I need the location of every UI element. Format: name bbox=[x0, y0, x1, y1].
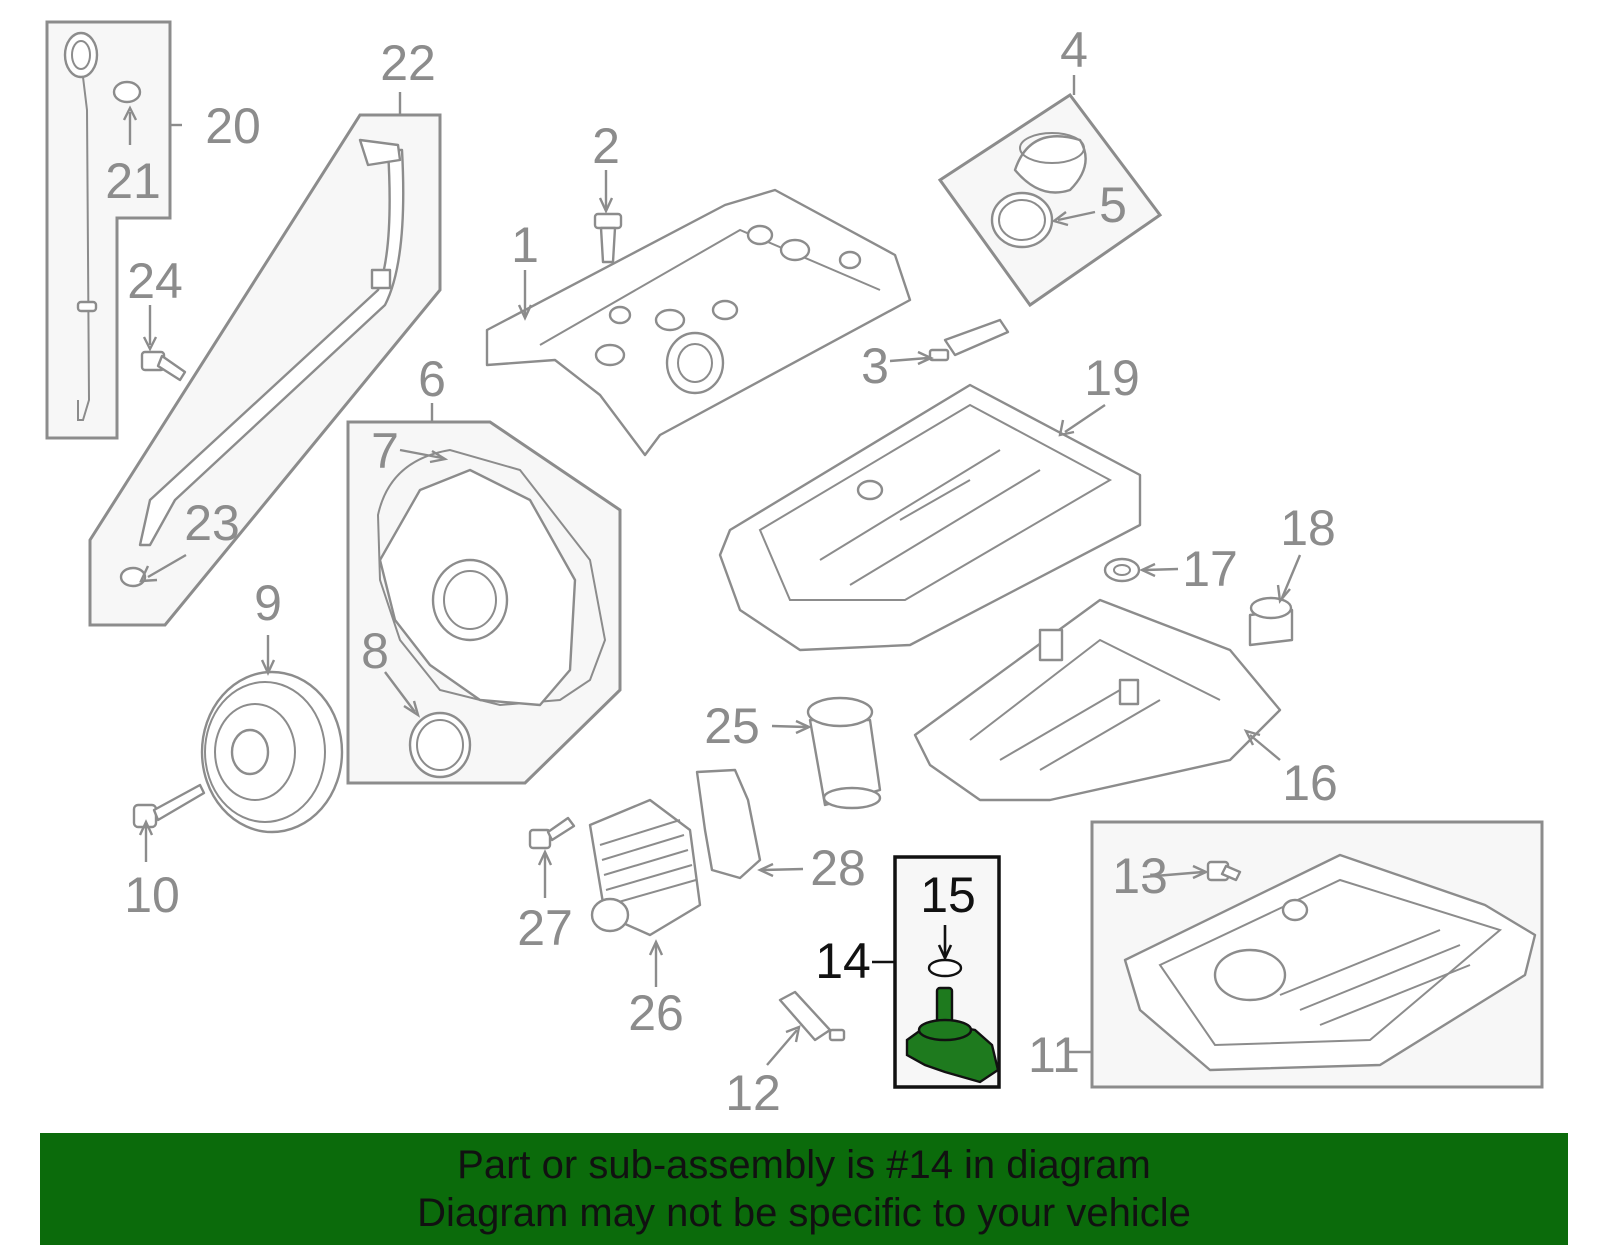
oil-seal-8-inner bbox=[416, 719, 464, 771]
bolt-24 bbox=[140, 350, 187, 382]
callout-9: 9 bbox=[254, 575, 282, 631]
pulley-bolt bbox=[132, 783, 206, 829]
drain-bolt bbox=[1206, 860, 1242, 882]
crank-pulley bbox=[200, 670, 344, 834]
washer-17-hole bbox=[1113, 564, 1131, 576]
group-box-4 bbox=[937, 92, 1163, 308]
callout-15: 15 bbox=[920, 867, 976, 923]
callout-14: 14 bbox=[815, 933, 871, 989]
callout-28: 28 bbox=[810, 840, 866, 896]
callout-10: 10 bbox=[124, 867, 180, 923]
callout-18: 18 bbox=[1280, 500, 1336, 556]
dipstick bbox=[63, 31, 99, 421]
valve-cover bbox=[485, 188, 912, 457]
lower-oil-pan bbox=[1123, 853, 1537, 1072]
cooler-gasket bbox=[695, 768, 762, 880]
cover-gasket bbox=[376, 448, 607, 707]
oil-filler-cap bbox=[1013, 132, 1087, 194]
callout-16: 16 bbox=[1282, 755, 1338, 811]
callout-26: 26 bbox=[628, 985, 684, 1041]
tube-oring bbox=[119, 566, 147, 588]
callout-24: 24 bbox=[127, 253, 183, 309]
banner-line-2: Diagram may not be specific to your vehi… bbox=[417, 1191, 1191, 1235]
oil-seal-8 bbox=[408, 711, 472, 779]
bolt-27 bbox=[528, 816, 576, 850]
leader-lines bbox=[122, 75, 1302, 1066]
callout-20: 20 bbox=[205, 98, 261, 154]
callout-numbers: 1 2 3 4 5 6 7 8 9 10 11 12 13 14 15 16 1… bbox=[105, 22, 1338, 1121]
callout-25: 25 bbox=[704, 698, 760, 754]
callout-23: 23 bbox=[184, 495, 240, 551]
callout-3: 3 bbox=[861, 338, 889, 394]
oil-cooler bbox=[588, 798, 702, 937]
parts-diagram: 1 2 3 4 5 6 7 8 9 10 11 12 13 14 15 16 1… bbox=[45, 20, 1544, 1121]
timing-cover bbox=[378, 468, 577, 707]
callout-27: 27 bbox=[517, 900, 573, 956]
info-banner: Part or sub-assembly is #14 in diagram D… bbox=[40, 1133, 1568, 1245]
callout-13: 13 bbox=[1112, 848, 1168, 904]
callout-4: 4 bbox=[1060, 22, 1088, 78]
callout-21: 21 bbox=[105, 153, 161, 209]
washer-17 bbox=[1103, 557, 1141, 583]
callout-2: 2 bbox=[592, 118, 620, 174]
callout-11: 11 bbox=[1028, 1027, 1080, 1083]
cap-seal-inner bbox=[998, 199, 1046, 241]
oil-filter bbox=[806, 696, 882, 810]
cap-18 bbox=[1248, 596, 1294, 647]
baffle-plate bbox=[913, 598, 1282, 802]
callout-5: 5 bbox=[1099, 177, 1127, 233]
sealant-tube-3 bbox=[928, 318, 1010, 362]
callout-7: 7 bbox=[371, 423, 399, 479]
o-ring-15 bbox=[927, 958, 963, 978]
callout-17: 17 bbox=[1182, 541, 1238, 597]
dipstick-tube bbox=[138, 138, 405, 547]
dipstick-oring bbox=[112, 80, 142, 104]
callout-19: 19 bbox=[1084, 350, 1140, 406]
callout-6: 6 bbox=[418, 351, 446, 407]
sealant-tube-12 bbox=[778, 990, 846, 1042]
callout-1: 1 bbox=[511, 217, 539, 273]
callout-22: 22 bbox=[380, 35, 436, 91]
group-box-20 bbox=[45, 20, 172, 440]
oil-level-sensor bbox=[905, 986, 1000, 1084]
cap-seal bbox=[990, 191, 1054, 249]
upper-oil-pan bbox=[718, 383, 1142, 652]
banner-line-1: Part or sub-assembly is #14 in diagram bbox=[457, 1143, 1151, 1187]
callout-12: 12 bbox=[725, 1065, 781, 1121]
bolt-2 bbox=[593, 212, 623, 264]
callout-8: 8 bbox=[361, 623, 389, 679]
